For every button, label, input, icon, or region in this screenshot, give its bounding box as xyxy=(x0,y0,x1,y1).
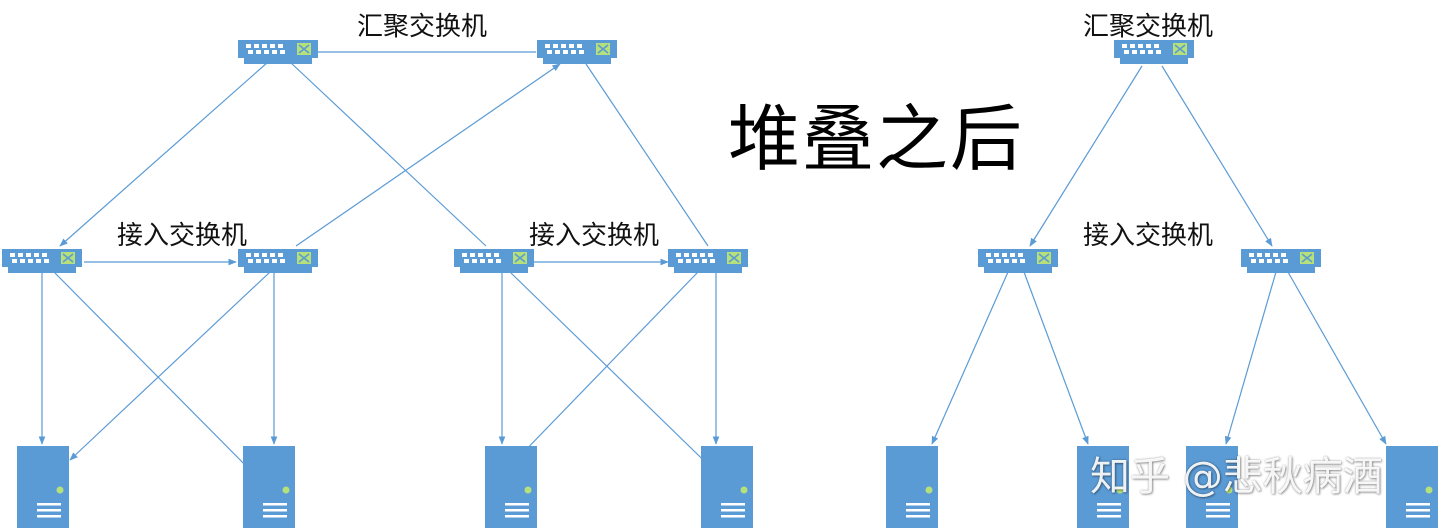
stacking-title: 堆叠之后 xyxy=(728,97,1025,181)
server-2 xyxy=(243,446,295,528)
link-acc3-srv4 xyxy=(509,271,729,485)
aggregation-switch-label-left: 汇聚交换机 xyxy=(357,12,488,42)
link-stack-acc2-srv4 xyxy=(1287,271,1387,445)
stacked-server-1 xyxy=(886,446,938,528)
aggregation-switch-1 xyxy=(237,39,319,65)
access-switch-3 xyxy=(453,248,535,274)
access-switch-1 xyxy=(1,248,83,274)
server-3 xyxy=(485,446,537,528)
stacked-access-switch-2 xyxy=(1240,248,1322,274)
watermark: 知乎 @悲秋病酒 xyxy=(1090,454,1383,500)
link-stack-acc1-srv1 xyxy=(931,271,1009,445)
link-agg2-acc4 xyxy=(585,63,709,247)
access-switch-2 xyxy=(237,248,319,274)
stacked-server-4 xyxy=(1386,446,1438,528)
access-switch-4 xyxy=(667,248,749,274)
link-stack-agg-acc2 xyxy=(1161,65,1273,247)
link-agg1-acc3 xyxy=(289,61,487,247)
links-before xyxy=(38,51,729,485)
server-4 xyxy=(701,446,753,528)
access-switch-label-left: 接入交换机 xyxy=(117,221,248,251)
access-switch-label-middle: 接入交换机 xyxy=(529,221,660,251)
link-acc2-agg2 xyxy=(295,63,561,247)
stacked-aggregation-switch xyxy=(1113,39,1195,65)
link-agg1-acc1 xyxy=(59,61,269,247)
server-1 xyxy=(17,446,69,528)
link-acc2-srv1 xyxy=(69,271,271,461)
access-switch-label-right: 接入交换机 xyxy=(1083,221,1214,251)
aggregation-switch-2 xyxy=(536,39,618,65)
link-stack-agg-acc1 xyxy=(1029,65,1143,247)
aggregation-switch-label-right: 汇聚交换机 xyxy=(1083,12,1214,42)
stacked-access-switch-1 xyxy=(977,248,1059,274)
link-stack-acc2-srv3 xyxy=(1224,271,1277,445)
link-acc4-srv3 xyxy=(517,271,699,459)
links-after xyxy=(931,65,1387,445)
link-stack-acc1-srv2 xyxy=(1023,271,1089,445)
